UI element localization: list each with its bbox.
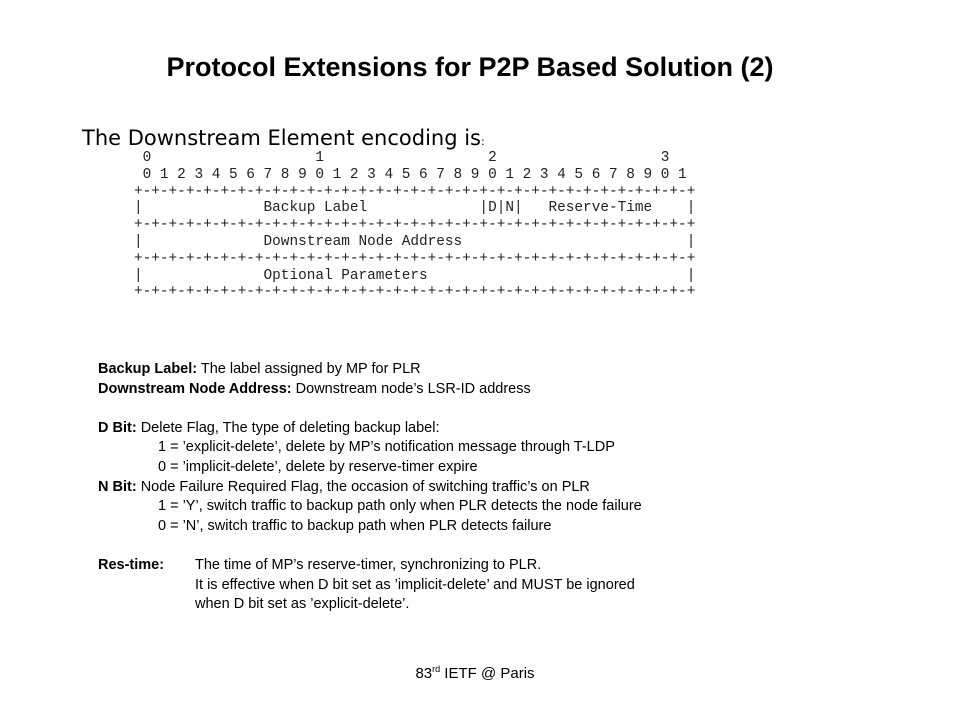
- term-d-bit: D Bit:: [98, 419, 137, 436]
- d-bit-option-0: 0 = ’implicit-delete’, delete by reserve…: [158, 458, 478, 475]
- def-downstream-node-address: Downstream Node Address: Downstream node…: [98, 380, 642, 400]
- def-n-bit: N Bit: Node Failure Required Flag, the o…: [98, 478, 642, 498]
- def-res-time: Res-time: The time of MP’s reserve-timer,…: [98, 556, 642, 576]
- diagram-line: 0 1 2 3 4 5 6 7 8 9 0 1 2 3 4 5 6 7 8 9 …: [134, 166, 687, 183]
- d-bit-option-1: 1 = ’explicit-delete’, delete by MP’s no…: [158, 439, 615, 456]
- spacer: [98, 536, 642, 556]
- diagram-line: +-+-+-+-+-+-+-+-+-+-+-+-+-+-+-+-+-+-+-+-…: [134, 183, 696, 200]
- diagram-line: +-+-+-+-+-+-+-+-+-+-+-+-+-+-+-+-+-+-+-+-…: [134, 284, 696, 301]
- desc-downstream-node-address: Downstream node’s LSR-ID address: [291, 380, 531, 397]
- spacer: [98, 399, 642, 419]
- res-time-line-2: It is effective when D bit set as ’impli…: [195, 576, 635, 593]
- diagram-line: 0 1 2 3: [134, 150, 670, 166]
- diagram-line: | Backup Label |D|N| Reserve-Time |: [134, 200, 696, 217]
- intro-label: The Downstream Element encoding is: [82, 126, 481, 150]
- definitions: Backup Label: The label assigned by MP f…: [98, 360, 642, 615]
- desc-backup-label: The label assigned by MP for PLR: [197, 361, 421, 377]
- diagram-line: | Downstream Node Address |: [134, 233, 696, 250]
- desc-d-bit: Delete Flag, The type of deleting backup…: [136, 419, 440, 436]
- slide-title: Protocol Extensions for P2P Based Soluti…: [166, 52, 774, 82]
- bit-field-diagram: 0 1 2 3 0 1 2 3 4 5 6 7 8 9 0 1 2 3 4 5 …: [134, 150, 695, 301]
- term-res-time: Res-time:: [98, 556, 165, 573]
- term-backup-label: Backup Label:: [98, 361, 198, 377]
- diagram-line: | Optional Parameters |: [134, 267, 696, 284]
- diagram-line: +-+-+-+-+-+-+-+-+-+-+-+-+-+-+-+-+-+-+-+-…: [134, 250, 696, 267]
- intro-text: The Downstream Element encoding is:: [82, 126, 485, 150]
- term-n-bit: N Bit:: [98, 478, 137, 495]
- def-backup-label: Backup Label: The label assigned by MP f…: [98, 360, 642, 380]
- desc-n-bit: Node Failure Required Flag, the occasion…: [136, 478, 590, 495]
- def-d-bit: D Bit: Delete Flag, The type of deleting…: [98, 419, 642, 439]
- footer-event: IETF @ Paris: [440, 665, 535, 682]
- n-bit-option-0: 0 = ’N’, switch traffic to backup path w…: [158, 517, 552, 534]
- slide-footer: 83rd IETF @ Paris: [0, 664, 950, 682]
- term-downstream-node-address: Downstream Node Address:: [98, 380, 292, 397]
- footer-ordinal: rd: [432, 664, 441, 674]
- diagram-line: +-+-+-+-+-+-+-+-+-+-+-+-+-+-+-+-+-+-+-+-…: [134, 217, 696, 234]
- footer-number: 83: [415, 665, 433, 682]
- res-time-line-1: The time of MP’s reserve-timer, synchron…: [195, 556, 542, 573]
- res-time-line-3: when D bit set as ’explicit-delete’.: [195, 596, 410, 613]
- intro-colon: :: [481, 135, 485, 148]
- n-bit-option-1: 1 = ’Y’, switch traffic to backup path o…: [158, 498, 642, 515]
